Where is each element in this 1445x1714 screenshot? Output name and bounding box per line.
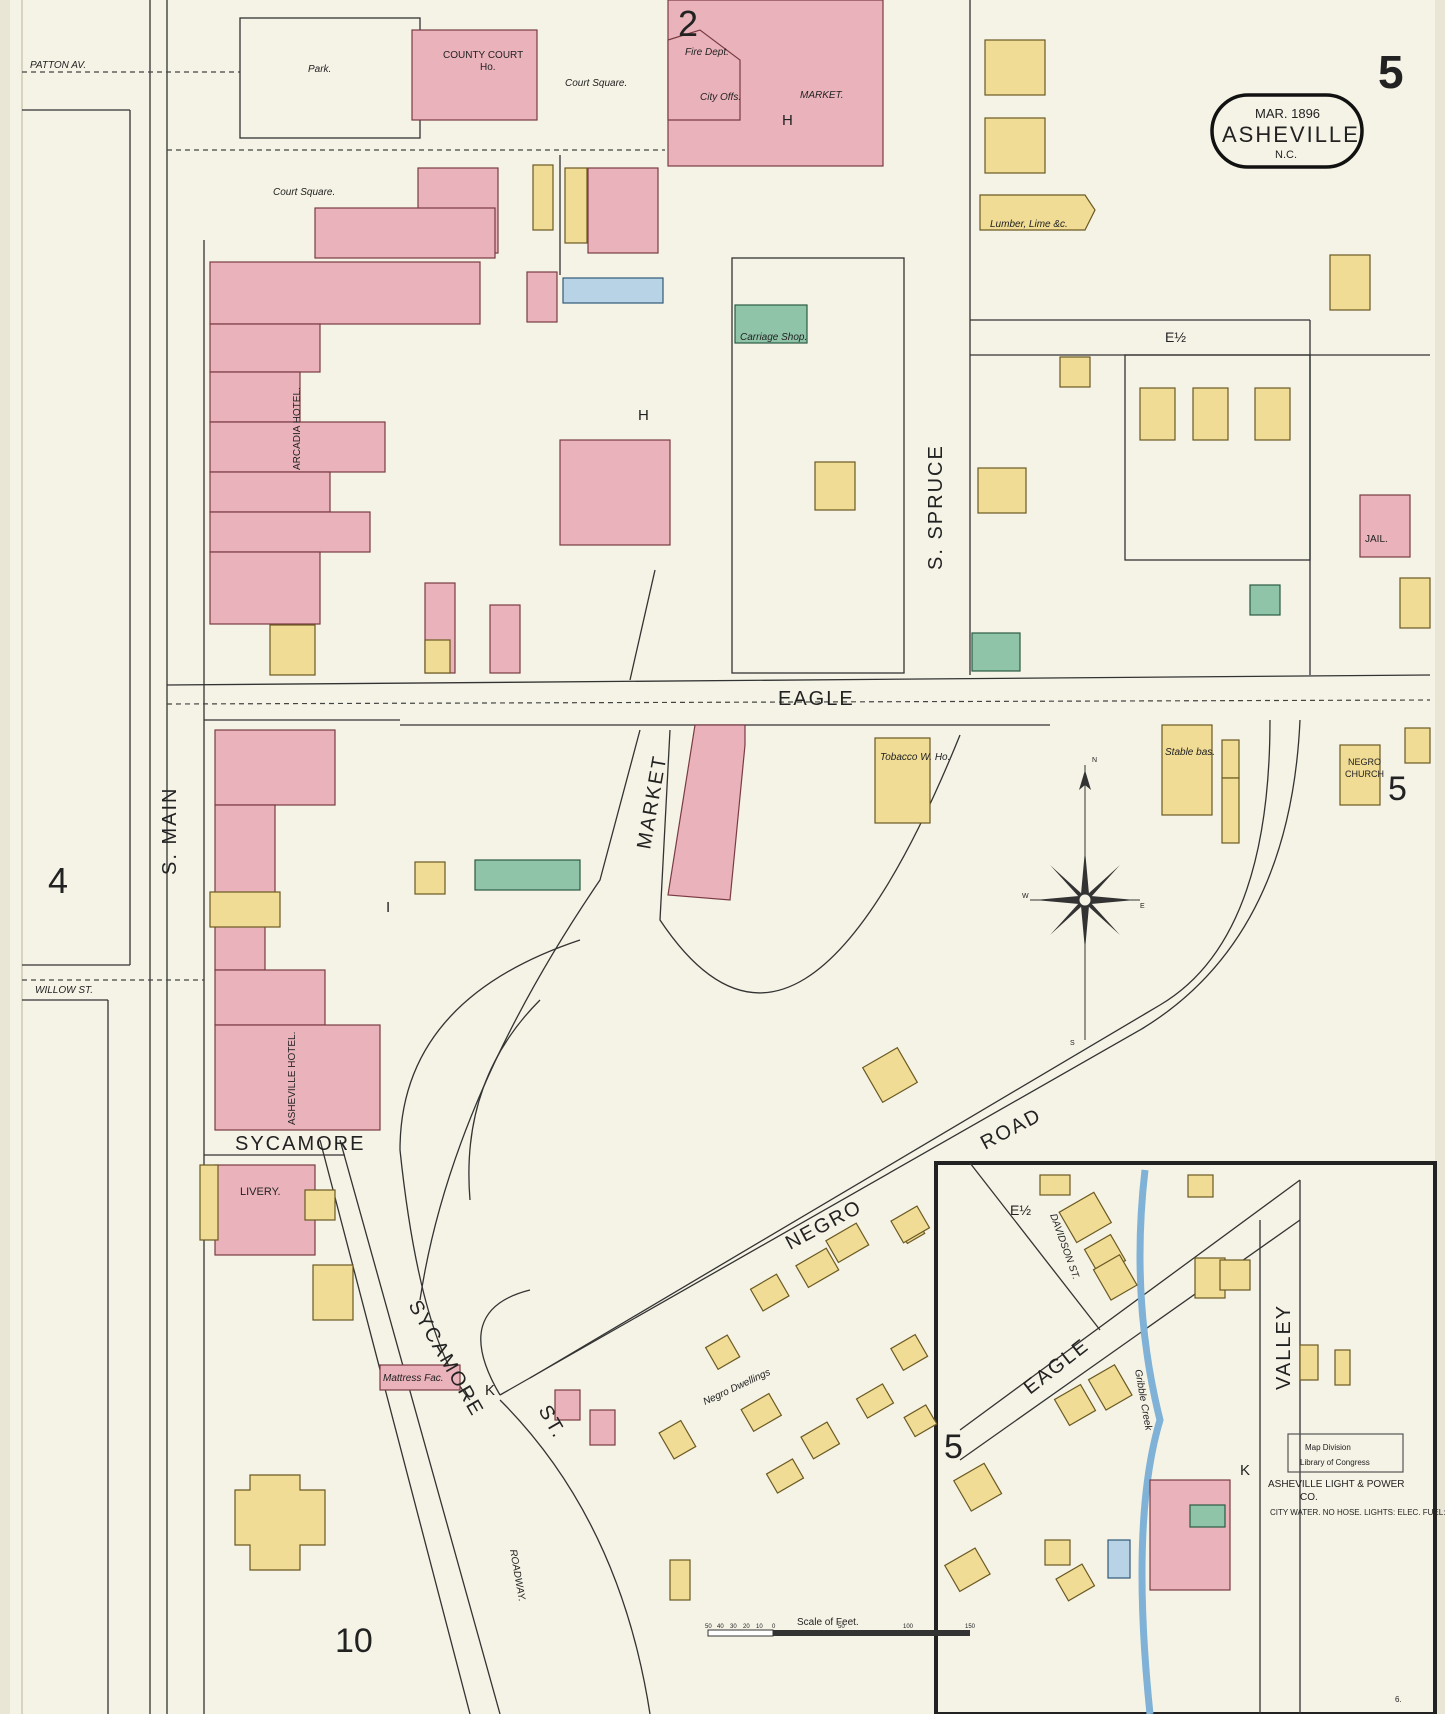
stamp-text-1: Map Division	[1305, 1443, 1351, 1452]
street-s-main: S. MAIN	[159, 787, 181, 875]
label-negro-church-2: CHURCH	[1345, 769, 1384, 779]
street-e-half-bottom: E½	[1010, 1202, 1031, 1218]
label-court-square-1: Court Square.	[565, 78, 627, 89]
title-city: ASHEVILLE	[1222, 122, 1360, 147]
sheet-number: 5	[1378, 46, 1404, 98]
label-city-offs: City Offs.	[700, 92, 741, 103]
label-fire-dept: Fire Dept.	[685, 47, 729, 58]
label-county-court-ho: Ho.	[480, 62, 496, 73]
block-letter-k2: K	[1240, 1462, 1250, 1479]
scale-tick-label: 20	[743, 1624, 750, 1630]
label-tobacco: Tobacco W. Ho.	[880, 752, 950, 763]
block-letter-h1: H	[782, 112, 793, 129]
title-cartouche	[1210, 93, 1364, 169]
title-date: MAR. 1896	[1255, 106, 1320, 121]
scale-tick-label: 50	[838, 1624, 845, 1630]
compass-n: N	[1092, 757, 1097, 764]
street-valley: VALLEY	[1273, 1304, 1295, 1390]
street-e-half-top: E½	[1165, 329, 1186, 345]
adjoining-sheet-4: 4	[48, 860, 68, 901]
scale-tick-label: 0	[772, 1624, 776, 1630]
label-livery: LIVERY.	[240, 1186, 281, 1198]
reservoir	[1107, 1539, 1131, 1579]
title-state: N.C.	[1275, 149, 1297, 161]
scale-bar	[707, 1629, 970, 1637]
label-court-square-2: Court Square.	[273, 187, 335, 198]
label-carriage-shop: Carriage Shop.	[740, 332, 807, 343]
label-scale: Scale of Feet.	[797, 1617, 859, 1628]
compass-e: E	[1140, 903, 1145, 910]
compass-rose	[1030, 765, 1140, 1040]
adjoining-sheet-5a: 5	[1388, 770, 1407, 808]
label-power-notes: CITY WATER. NO HOSE. LIGHTS: ELEC. FUEL:…	[1270, 1508, 1445, 1517]
block-letter-k1: K	[485, 1382, 495, 1399]
adjoining-sheet-10: 10	[335, 1622, 373, 1660]
scale-tick-label: 100	[903, 1624, 914, 1630]
scale-tick-label: 40	[717, 1624, 724, 1630]
label-asheville-hotel: ASHEVILLE HOTEL.	[287, 1032, 298, 1125]
adjoining-sheet-5b: 5	[944, 1428, 963, 1466]
street-eagle: EAGLE	[778, 688, 855, 710]
label-market: MARKET.	[800, 90, 844, 101]
scale-tick-label: 150	[965, 1624, 976, 1630]
label-mattress: Mattress Fac.	[383, 1373, 444, 1384]
corner-mark: 6.	[1395, 1695, 1402, 1704]
street-patton: PATTON AV.	[30, 60, 86, 71]
label-park: Park.	[308, 64, 331, 75]
compass-w: W	[1022, 893, 1029, 900]
scale-tick-label: 10	[756, 1624, 763, 1630]
label-arcadia-hotel: ARCADIA HOTEL.	[292, 387, 303, 470]
label-power-co-1: ASHEVILLE LIGHT & POWER	[1268, 1479, 1405, 1490]
buildings-frame	[199, 39, 1431, 1602]
adjoining-sheet-2: 2	[678, 3, 698, 44]
scale-tick-label: 50	[705, 1624, 712, 1630]
negro-dwellings-houses	[658, 1046, 1251, 1602]
library-stamp	[1287, 1433, 1404, 1473]
buildings-brick	[209, 0, 1411, 1591]
stamp-text-2: Library of Congress	[1300, 1458, 1370, 1467]
label-negro-church-1: NEGRO	[1348, 757, 1381, 767]
gribble-creek-water	[1136, 1169, 1164, 1714]
street-willow: WILLOW ST.	[35, 985, 93, 996]
compass-s: S	[1070, 1040, 1075, 1047]
scale-tick-label: 30	[730, 1624, 737, 1630]
block-letter-i: I	[386, 899, 390, 916]
label-power-co-2: CO.	[1300, 1492, 1318, 1503]
label-county-court: COUNTY COURT	[443, 50, 523, 61]
inset-frame	[934, 1161, 1437, 1714]
label-lumber: Lumber, Lime &c.	[990, 219, 1068, 230]
street-sycamore-row: SYCAMORE	[235, 1133, 365, 1155]
street-s-spruce: S. SPRUCE	[925, 444, 947, 570]
buildings-other	[474, 277, 1281, 1528]
label-jail: JAIL.	[1365, 534, 1388, 545]
label-stable: Stable bas.	[1165, 747, 1215, 758]
block-letter-h2: H	[638, 407, 649, 424]
